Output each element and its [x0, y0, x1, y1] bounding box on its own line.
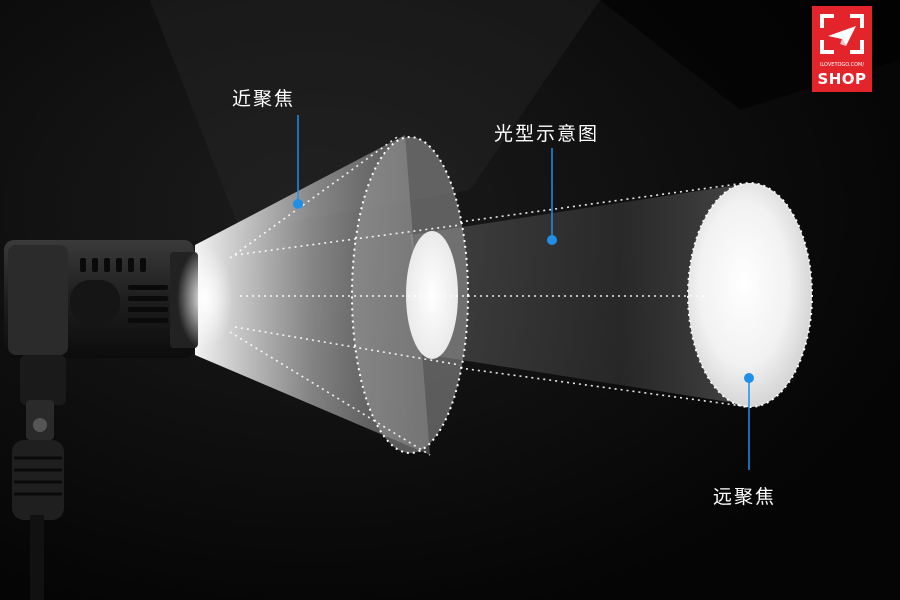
- shop-logo[interactable]: ILOVETOGO.COM/ SHOP: [812, 6, 872, 92]
- pointer-near: [293, 115, 303, 209]
- beam-shape-label: 光型示意图: [494, 123, 600, 145]
- inner-spot: [406, 231, 458, 359]
- dotted-guides: [229, 134, 751, 456]
- marker-dot: [293, 199, 303, 209]
- near-focus-label: 近聚焦: [232, 88, 296, 110]
- led-lamp: [4, 240, 233, 600]
- lamp-vents: [70, 258, 168, 324]
- marker-dot: [547, 235, 557, 245]
- logo-shop-text: SHOP: [817, 70, 867, 88]
- logo-site-text: ILOVETOGO.COM/: [819, 62, 865, 68]
- near-focus-disc-outline: [351, 136, 469, 454]
- far-focus-spot: [688, 183, 812, 407]
- background-light-streak: [150, 0, 600, 230]
- far-beam: [410, 183, 760, 407]
- pointer-shape: [547, 148, 557, 245]
- marker-dot: [744, 373, 754, 383]
- pointer-far: [744, 373, 754, 470]
- lamp-lens-glow: [177, 246, 233, 350]
- far-focus-spot-outline: [687, 182, 813, 408]
- scan-plane-icon: [820, 14, 864, 54]
- far-focus-label: 远聚焦: [713, 486, 777, 508]
